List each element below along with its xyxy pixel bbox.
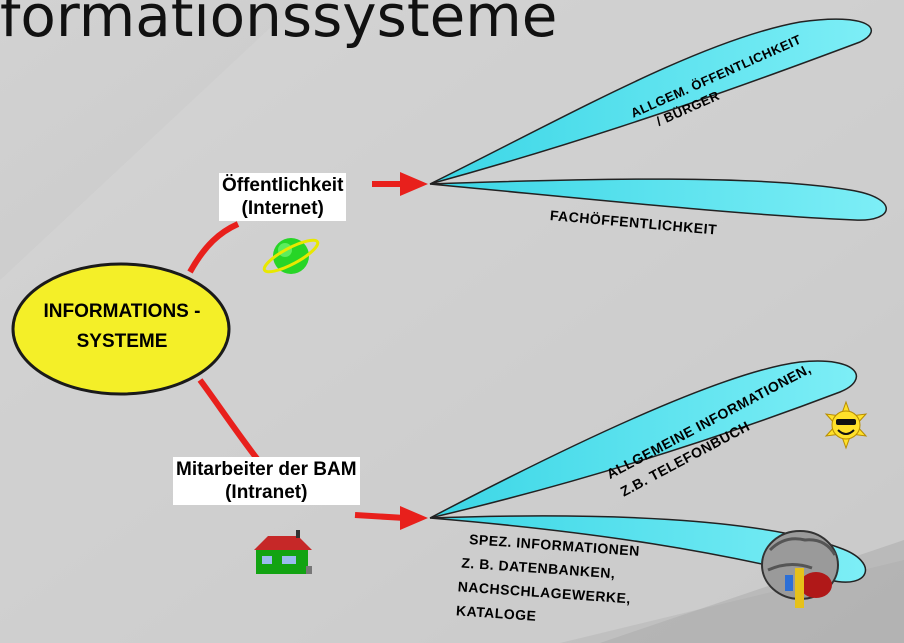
sun-icon	[824, 400, 868, 450]
arrow-public-head	[400, 172, 428, 196]
node-public-line2: (Internet)	[241, 198, 324, 219]
planet-icon	[262, 238, 320, 274]
node-staff-line2: (Intranet)	[225, 482, 308, 503]
connectors	[187, 172, 428, 530]
connector-to-public	[187, 221, 240, 274]
brain-icon	[761, 530, 839, 608]
beam-general-public	[429, 18, 872, 185]
branch-special-info: SPEZ. INFORMATIONEN Z. B. DATENBANKEN, N…	[456, 527, 641, 635]
arrow-staff-line	[354, 512, 406, 521]
center-label: INFORMATIONS - SYSTEME	[18, 294, 226, 360]
center-label-line1: INFORMATIONS -	[43, 301, 201, 322]
page-title: formationssysteme	[0, 0, 558, 50]
beams	[429, 18, 887, 583]
beam-special-info	[429, 515, 867, 583]
center-ellipse	[11, 262, 231, 396]
node-staff: Mitarbeiter der BAM (Intranet)	[173, 457, 360, 505]
center-label-line2: SYSTEME	[76, 331, 168, 352]
house-icon	[254, 530, 312, 574]
beam-expert-public	[429, 178, 887, 221]
node-staff-line1: Mitarbeiter der BAM	[176, 459, 357, 480]
arrow-staff-head	[400, 506, 428, 530]
beam-general-info	[429, 360, 858, 519]
connector-to-staff	[197, 378, 261, 462]
node-public-line1: Öffentlichkeit	[222, 175, 344, 196]
node-public: Öffentlichkeit (Internet)	[219, 173, 347, 221]
